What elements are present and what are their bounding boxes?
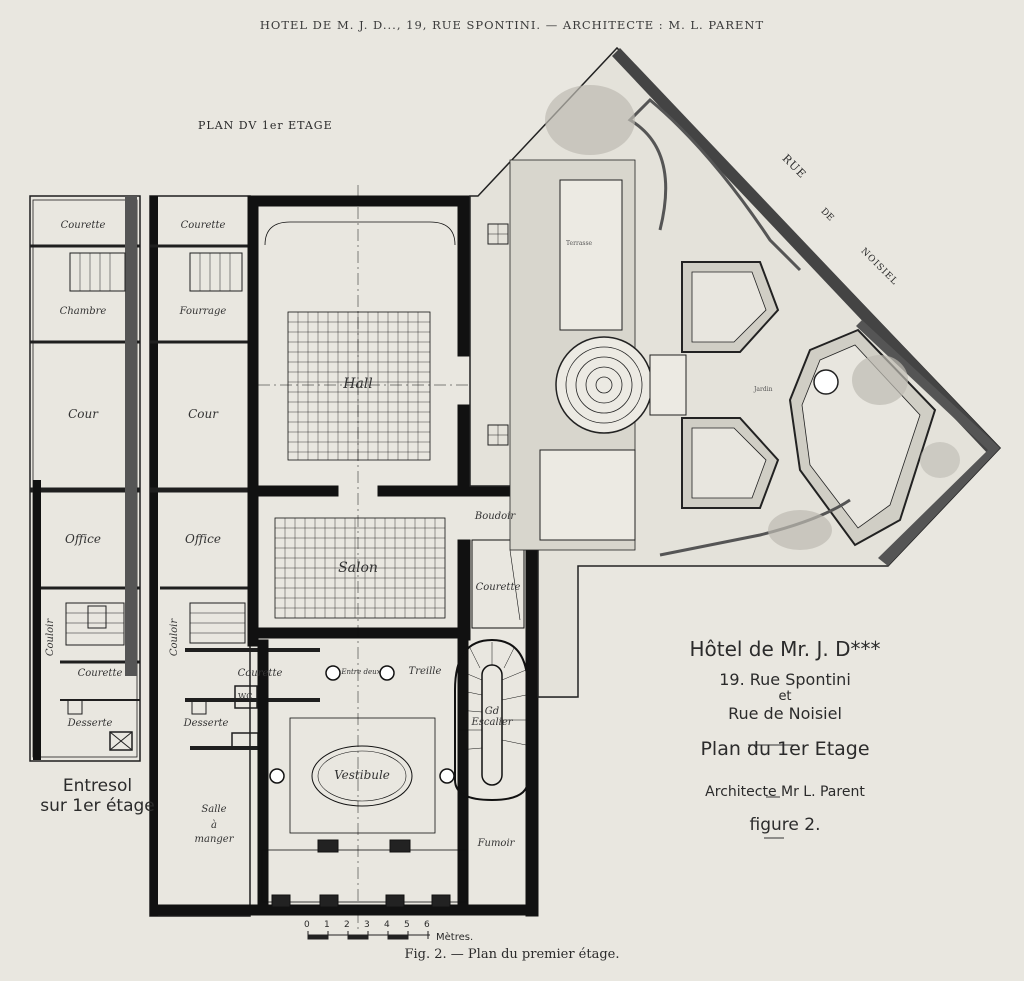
figure-caption: Fig. 2. — Plan du premier étage. (404, 947, 620, 962)
room-courette: Courette (180, 220, 226, 231)
room-office-entresol: Office (65, 532, 101, 546)
scale-tick-5: 5 (404, 920, 410, 930)
room-gd-escalier: Gd Escalier (471, 706, 513, 728)
room-boudoir: Boudoir (474, 511, 516, 522)
label-jardin: Jardin (754, 386, 773, 393)
garden-plan (469, 46, 1002, 698)
scale-tick-1: 1 (324, 920, 330, 930)
room-desserte: Desserte (183, 718, 229, 729)
room-treille: Treille (408, 666, 442, 677)
title-block: Hôtel de Mr. J. D*** 19. Rue Spontini et… (640, 636, 930, 835)
label-terrasse: Terrasse (566, 240, 593, 247)
room-salle-a-manger-3: manger (194, 834, 234, 845)
entresol-plan (29, 195, 141, 762)
scale-tick-4: 4 (384, 920, 390, 930)
room-office: Office (185, 532, 221, 546)
main-house-plan (157, 185, 900, 930)
title-line5: Plan du 1er Etage (700, 738, 870, 760)
room-couloir-entresol: Couloir (45, 618, 57, 657)
title-line7: figure 2. (749, 815, 821, 835)
title-line3: et (778, 689, 792, 704)
scale-tick-2: 2 (344, 920, 350, 930)
room-courette-entresol: Courette (60, 220, 106, 231)
scale-tick-0: 0 (304, 920, 310, 930)
entresol-label: Entresol sur 1er étage (30, 776, 165, 816)
room-wc: WC (238, 692, 253, 701)
room-vestibule: Vestibule (334, 768, 390, 782)
room-fumoir: Fumoir (477, 838, 515, 849)
entresol-line2: sur 1er étage (40, 796, 155, 816)
room-entre-deux: Entre deux (341, 668, 381, 676)
room-courette-entresol-2: Courette (77, 668, 123, 679)
room-couloir: Couloir (169, 618, 181, 657)
room-chambre: Chambre (59, 306, 107, 317)
room-desserte-entresol: Desserte (67, 718, 113, 729)
plan-label: PLAN DV 1er ETAGE (198, 119, 333, 132)
scale-unit: Mètres. (436, 932, 474, 943)
title-line1: Hôtel de Mr. J. D*** (689, 637, 881, 661)
title-line6: Architecte Mr L. Parent (705, 784, 865, 800)
scale-bar (307, 931, 430, 940)
room-hall: Hall (343, 376, 373, 392)
room-cour: Cour (188, 407, 218, 421)
title-line4: Rue de Noisiel (728, 704, 842, 723)
scale-tick-3: 3 (364, 920, 370, 930)
scale-tick-6: 6 (424, 920, 430, 930)
title-line2: 19. Rue Spontini (719, 670, 851, 689)
room-courette-boudoir: Courette (475, 582, 521, 593)
page-header: HOTEL DE M. J. D..., 19, RUE SPONTINI. —… (259, 18, 765, 32)
room-cour-entresol: Cour (68, 407, 98, 421)
entresol-line1: Entresol (62, 776, 133, 796)
room-salle-a-manger-2: à (211, 820, 217, 831)
title-rules (748, 744, 798, 839)
room-courette-2: Courette (237, 668, 283, 679)
room-salle-a-manger-1: Salle (201, 804, 227, 815)
room-salon: Salon (338, 560, 378, 576)
room-fourrage: Fourrage (179, 306, 227, 317)
